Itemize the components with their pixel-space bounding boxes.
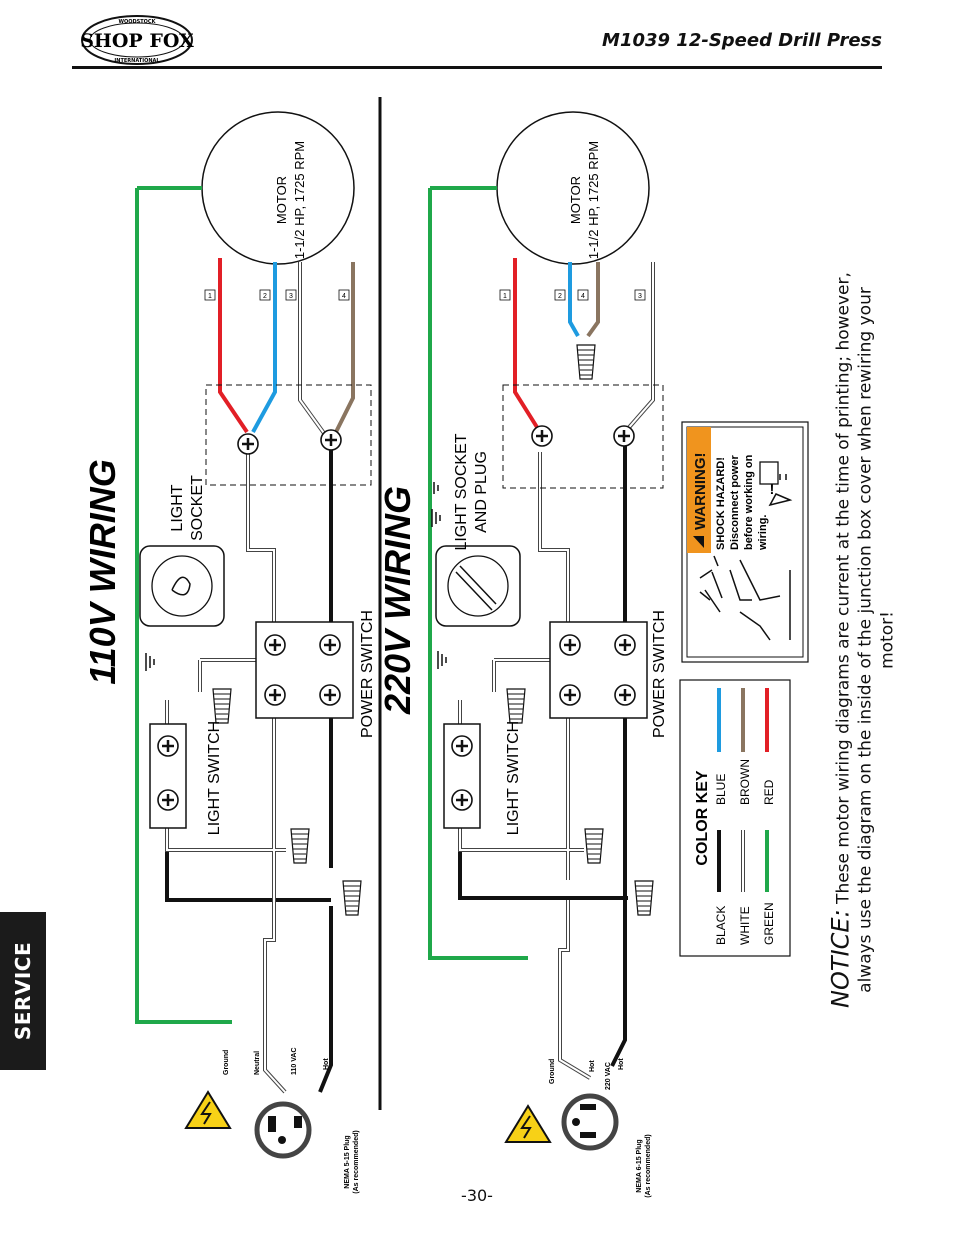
header-rule bbox=[72, 66, 882, 69]
terminal-4-220v: 4 bbox=[581, 293, 585, 300]
warning-line2: Disconnect power bbox=[729, 455, 741, 550]
hot1-label-220v: Hot bbox=[589, 1060, 596, 1072]
junction-box-220v bbox=[502, 384, 664, 489]
motor-wire-brown-220v bbox=[586, 262, 600, 338]
voltage-label-110v: 110 VAC bbox=[291, 1048, 298, 1076]
hot-label-110v: Hot bbox=[323, 1058, 330, 1070]
plug-type-110v: NEMA 5-15 Plug bbox=[344, 1135, 351, 1188]
warning-line1: SHOCK HAZARD! bbox=[715, 457, 727, 550]
notice-line1: These motor wiring diagrams are current … bbox=[833, 272, 854, 904]
hot2-label-220v: Hot bbox=[618, 1058, 625, 1070]
plug-note-220v: (As recommended) bbox=[645, 1134, 652, 1197]
neutral-label-110v: Neutral bbox=[254, 1051, 261, 1075]
section-tab: SERVICE bbox=[0, 912, 46, 1070]
terminal-2-110v: 2 bbox=[263, 293, 267, 300]
logo-main-text: SHOP FOX bbox=[80, 30, 194, 52]
shop-fox-logo: WOODSTOCK INTERNATIONAL SHOP FOX bbox=[80, 15, 194, 65]
motor-label-110v: MOTOR bbox=[274, 176, 289, 224]
motor-spec-110v: 1-1/2 HP, 1725 RPM bbox=[292, 141, 307, 259]
diagram-220v: 220V WIRING MOTOR 1-1/2 HP, 1725 RPM bbox=[377, 111, 668, 1198]
key-label-green: GREEN bbox=[762, 902, 776, 945]
motor-wire-white-110v bbox=[299, 262, 327, 437]
page-number: -30- bbox=[461, 1186, 493, 1205]
light-switch-label-220v: LIGHT SWITCH bbox=[505, 721, 522, 835]
plug-type-220v: NEMA 6-15 Plug bbox=[636, 1139, 643, 1192]
power-switch-label-110v: POWER SWITCH bbox=[359, 610, 376, 738]
notice-line2: always use the diagram on the inside of … bbox=[855, 287, 898, 993]
motor-wire-red-220v bbox=[513, 258, 542, 434]
motor-wire-blue-110v bbox=[251, 262, 277, 433]
light-socket-label1-110v: LIGHT bbox=[169, 484, 186, 531]
plug-note-110v: (As recommended) bbox=[353, 1130, 360, 1193]
color-key-title: COLOR KEY bbox=[694, 770, 711, 865]
document-title: M1039 12-Speed Drill Press bbox=[602, 30, 882, 51]
motor-wire-brown-110v bbox=[332, 262, 355, 437]
notice-lead: NOTICE: bbox=[826, 909, 855, 1008]
diagram-110v: 110V WIRING MOTOR 1-1/2 HP, 1725 RPM bbox=[82, 111, 439, 1194]
hazard-icon-220v bbox=[504, 1104, 552, 1143]
warning-line4: wiring. bbox=[757, 515, 769, 551]
ground-label-110v: Ground bbox=[223, 1050, 230, 1075]
logo-ring-bottom: INTERNATIONAL bbox=[114, 58, 160, 64]
motor-wire-red-110v bbox=[218, 258, 249, 434]
terminal-4-110v: 4 bbox=[342, 293, 346, 300]
ground-wire-110v bbox=[135, 186, 232, 1024]
plug-110v bbox=[254, 1101, 312, 1159]
title-110v: 110V WIRING bbox=[82, 459, 123, 684]
junction-box-110v bbox=[205, 384, 372, 486]
title-220v: 220V WIRING bbox=[377, 486, 418, 715]
hazard-icon-110v bbox=[184, 1090, 232, 1129]
color-key: COLOR KEY BLACK WHITE GREEN BLUE BROWN R… bbox=[679, 679, 791, 957]
key-label-blue: BLUE bbox=[714, 774, 728, 805]
motor-wire-blue-220v bbox=[568, 262, 580, 337]
notice-text: NOTICE: These motor wiring diagrams are … bbox=[826, 260, 899, 1020]
key-label-brown: BROWN bbox=[738, 759, 752, 805]
terminal-1-110v: 1 bbox=[208, 293, 212, 300]
light-socket-label1-220v: LIGHT SOCKET bbox=[453, 433, 470, 550]
warning-box: WARNING! SHOCK HAZARD! Disconnect power … bbox=[681, 421, 809, 663]
key-label-black: BLACK bbox=[714, 906, 728, 945]
ground-wire-220v bbox=[428, 186, 528, 960]
shock-hazard-icon bbox=[699, 461, 793, 641]
key-label-white: WHITE bbox=[738, 906, 752, 945]
terminal-1-220v: 1 bbox=[503, 293, 507, 300]
terminal-2-220v: 2 bbox=[558, 293, 562, 300]
svg-text:!: ! bbox=[770, 481, 775, 497]
warning-line3: before working on bbox=[743, 454, 755, 550]
ground-symbol-220v bbox=[431, 508, 441, 528]
motor-wire-white-220v bbox=[624, 262, 654, 433]
ground-label-220v: Ground bbox=[549, 1059, 556, 1084]
logo-ring-top: WOODSTOCK bbox=[119, 19, 157, 25]
key-label-red: RED bbox=[762, 779, 776, 805]
light-socket-label2-110v: SOCKET bbox=[189, 475, 206, 541]
terminal-3-220v: 3 bbox=[638, 293, 642, 300]
plug-220v bbox=[561, 1093, 619, 1151]
motor-spec-220v: 1-1/2 HP, 1725 RPM bbox=[586, 141, 601, 259]
light-switch-label-110v: LIGHT SWITCH bbox=[206, 721, 223, 835]
power-switch-label-220v: POWER SWITCH bbox=[651, 610, 668, 738]
light-socket-label2-220v: AND PLUG bbox=[473, 451, 490, 533]
voltage-label-220v: 220 VAC bbox=[605, 1062, 612, 1090]
terminal-3-110v: 3 bbox=[289, 293, 293, 300]
warning-header: WARNING! bbox=[692, 453, 709, 531]
motor-label-220v: MOTOR bbox=[568, 176, 583, 224]
